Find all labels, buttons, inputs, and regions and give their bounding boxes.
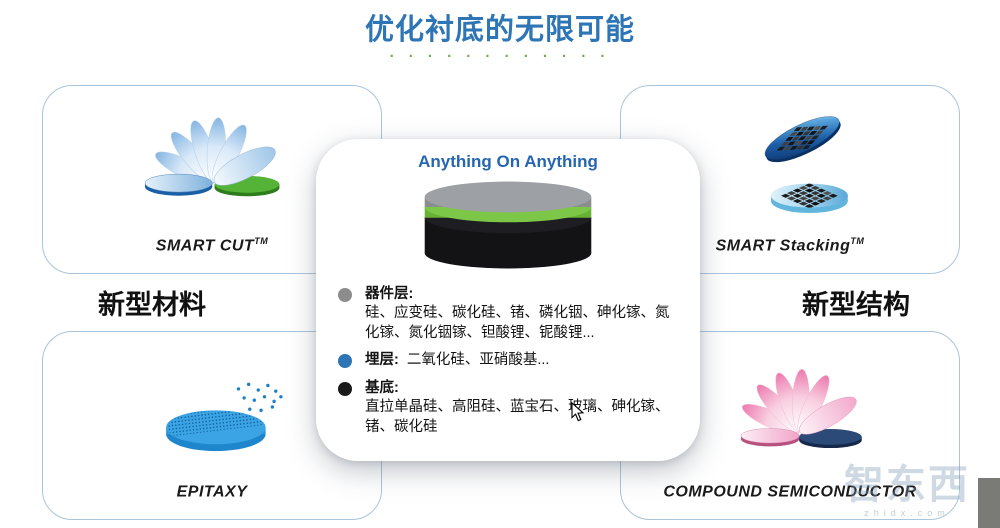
buried-layer-bullet-icon: [338, 354, 352, 369]
mouse-cursor-icon: [571, 402, 585, 422]
title-underline-dots-icon: · · · · · · · · · · · ·: [389, 48, 611, 65]
label-new-materials: 新型材料: [98, 290, 206, 320]
compound-semiconductor-label: COMPOUND SEMICONDUCTOR: [663, 483, 917, 500]
center-heading: Anything On Anything: [418, 152, 598, 171]
epitaxy-wafer-icon: [166, 382, 283, 452]
epitaxy-label: EPITAXY: [176, 483, 248, 500]
legend-item-substrate: 基底: 直拉单晶硅、高阻硅、蓝宝石、玻璃、砷化镓、锗、碳化硅: [338, 379, 676, 437]
substrate-materials: 直拉单晶硅、高阻硅、蓝宝石、玻璃、砷化镓、锗、碳化硅: [365, 399, 670, 435]
smart-cut-label: SMART CUTTM: [155, 235, 269, 254]
wafer-stack-icon: [424, 181, 592, 269]
device-layer-materials: 硅、应变硅、碳化硅、锗、磷化铟、砷化镓、氮化镓、氮化铟镓、钽酸锂、铌酸锂...: [365, 305, 670, 341]
layer-legend: 器件层: 硅、应变硅、碳化硅、锗、磷化铟、砷化镓、氮化镓、氮化铟镓、钽酸锂、铌酸…: [338, 285, 676, 437]
device-layer-bullet-icon: [338, 288, 352, 302]
smart-stacking-wafers-icon: [764, 116, 848, 213]
legend-item-device-layer: 器件层: 硅、应变硅、碳化硅、锗、磷化铟、砷化镓、氮化镓、氮化铟镓、钽酸锂、铌酸…: [338, 285, 676, 343]
compound-semiconductor-wafer-fan-icon: [740, 369, 862, 449]
label-new-structures: 新型结构: [802, 290, 910, 320]
substrate-bullet-icon: [338, 381, 352, 396]
buried-layer-materials: 二氧化硅、亚硝酸基...: [406, 352, 550, 369]
page-title: 优化衬底的无限可能: [364, 14, 635, 46]
smart-stacking-label: SMART StackingTM: [715, 235, 865, 254]
panel-anything-on-anything: Anything On Anything 器件层: 硅、应变硅、碳化硅、锗、磷化…: [316, 139, 700, 461]
buried-layer-label: 埋层:: [365, 352, 399, 369]
corner-overlay-block: [978, 478, 1000, 528]
device-layer-label: 器件层:: [365, 286, 414, 302]
substrate-label: 基底:: [365, 379, 399, 396]
legend-item-buried-layer: 埋层: 二氧化硅、亚硝酸基...: [338, 351, 676, 370]
smart-cut-wafer-fan-icon: [144, 117, 280, 197]
